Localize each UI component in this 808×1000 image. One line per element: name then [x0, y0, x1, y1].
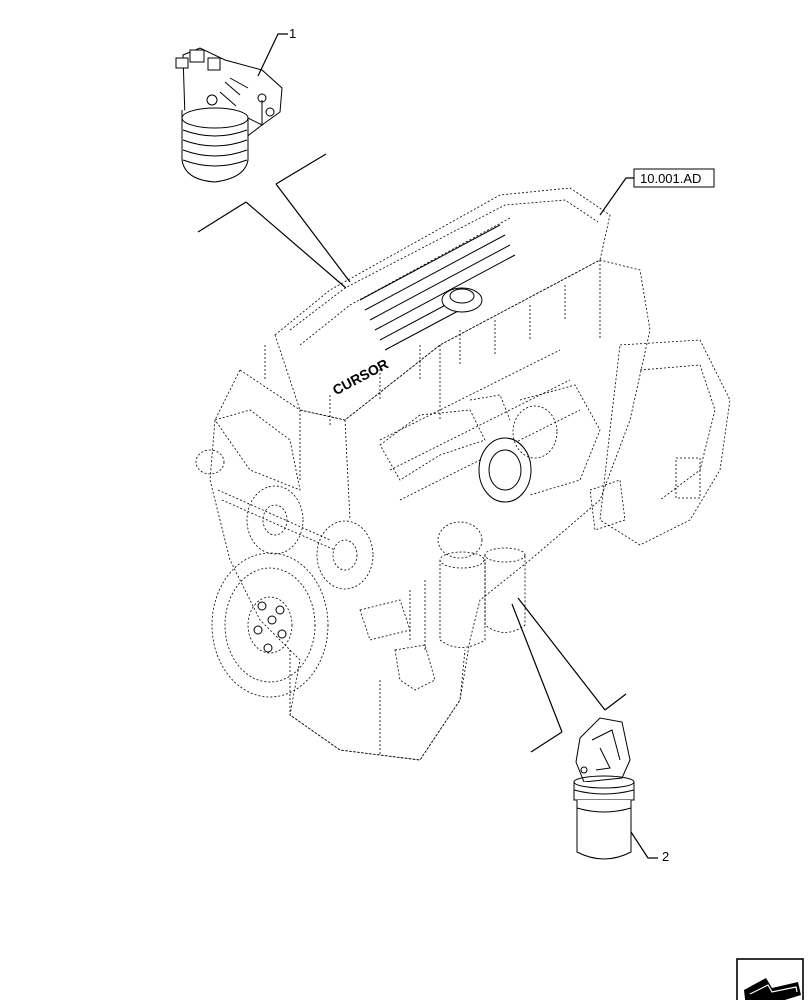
reference-tag[interactable]: 10.001.AD: [633, 168, 715, 188]
leader-line-2: [630, 831, 658, 859]
turbocharger: [469, 384, 601, 503]
crank-pulley: [211, 552, 329, 698]
guide-line: [511, 603, 563, 733]
guide-line: [245, 201, 347, 289]
callout-2-label: 2: [662, 849, 669, 864]
injector-row: [264, 285, 566, 425]
oil-filter-group: [409, 521, 526, 650]
guide-line: [517, 597, 606, 711]
callout-1-label: 1: [289, 26, 296, 41]
filter-part-2: [573, 717, 635, 860]
reference-leader: [599, 177, 634, 216]
page-arrow-icon[interactable]: [736, 958, 804, 1000]
reference-label: 10.001.AD: [640, 171, 701, 186]
guide-line: [275, 153, 327, 185]
guide-line: [197, 201, 247, 233]
leader-line-1: [257, 33, 288, 77]
engine-assembly: CURSOR: [195, 187, 731, 761]
guide-line: [275, 183, 351, 283]
guide-line: [604, 693, 627, 711]
guide-line: [530, 731, 563, 753]
fuel-filter-part-1: [175, 47, 283, 183]
engine-brand-text: CURSOR: [330, 356, 391, 399]
valve-cover-ribs: [359, 224, 516, 351]
